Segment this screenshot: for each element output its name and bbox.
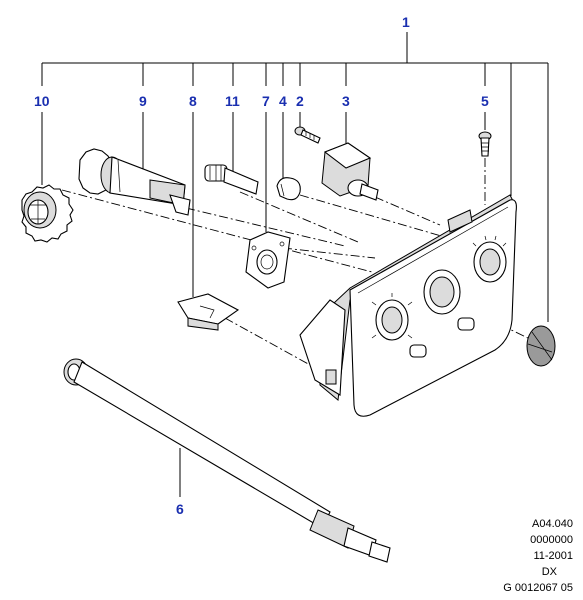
callout-9: 9 [139, 93, 147, 109]
callout-11: 11 [225, 93, 240, 109]
part-7-gasket [245, 231, 291, 289]
part-9-gear-shaft [78, 148, 191, 216]
reference-line-1: A04.040 [532, 518, 573, 530]
part-10-gear-knob [21, 184, 74, 243]
part-4-bulb [276, 177, 301, 201]
callout-3: 3 [342, 93, 350, 109]
callout-8: 8 [189, 93, 197, 109]
part-2-screw [294, 126, 321, 144]
part-11-small-shaft [204, 164, 259, 195]
callout-5: 5 [481, 93, 489, 109]
reference-block: A04.040 0000000 11-2001 DX G 0012067 05 [503, 518, 573, 594]
callout-6: 6 [176, 501, 184, 517]
callout-labels: 1 10 9 8 11 7 4 2 3 5 6 [34, 14, 489, 517]
part-5-screw [478, 131, 492, 157]
reference-line-3: 11-2001 [533, 550, 573, 562]
part-1-control-panel [299, 194, 517, 417]
callout-4: 4 [279, 93, 287, 109]
part-6-rod [63, 358, 391, 563]
callout-2: 2 [296, 93, 304, 109]
part-8-clip [177, 293, 240, 331]
reference-line-4: DX [542, 566, 558, 578]
part-loose-knob [526, 325, 556, 367]
callout-1: 1 [402, 14, 410, 30]
callout-10: 10 [34, 93, 50, 109]
leader-lines [41, 32, 549, 497]
reference-line-2: 0000000 [530, 534, 573, 546]
callout-7: 7 [262, 93, 270, 109]
part-3-switch [321, 142, 379, 201]
reference-line-5: G 0012067 05 [503, 582, 573, 594]
